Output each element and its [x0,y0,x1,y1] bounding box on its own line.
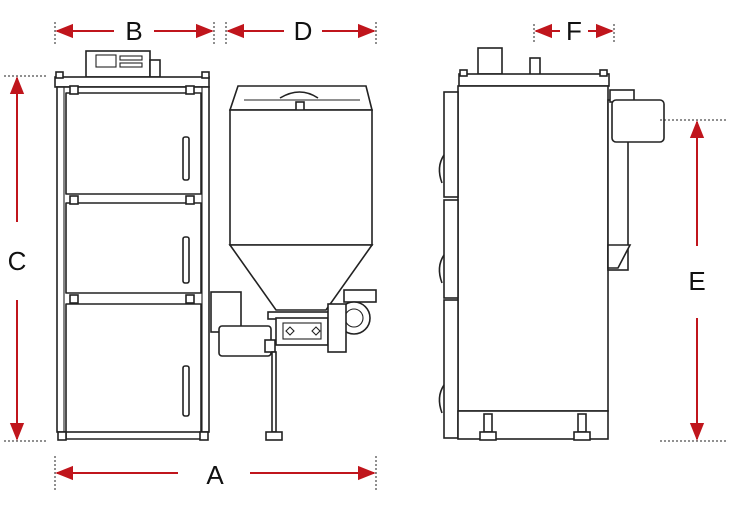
dimension-label-c: C [8,246,27,276]
flue-outlet [611,99,665,143]
dimension-label-a: A [206,460,224,490]
lower-door [65,303,202,440]
control-display [95,54,117,68]
middle-door [65,202,202,294]
door-handle [182,365,190,417]
dimension-label-e: E [688,266,705,296]
door-handle [182,236,190,284]
dimension-label-b: B [125,16,142,46]
hopper-funnel [228,244,374,311]
front-view-hopper [210,85,377,441]
front-view-boiler [54,50,210,441]
side-body [457,85,609,412]
upper-door [65,92,202,195]
side-view [438,47,665,441]
dimension-label-f: F [566,16,582,46]
door-handle [182,136,190,181]
hopper-body [229,109,373,246]
dimension-lines [4,22,728,490]
burner [218,325,272,357]
dimension-label-d: D [294,16,313,46]
